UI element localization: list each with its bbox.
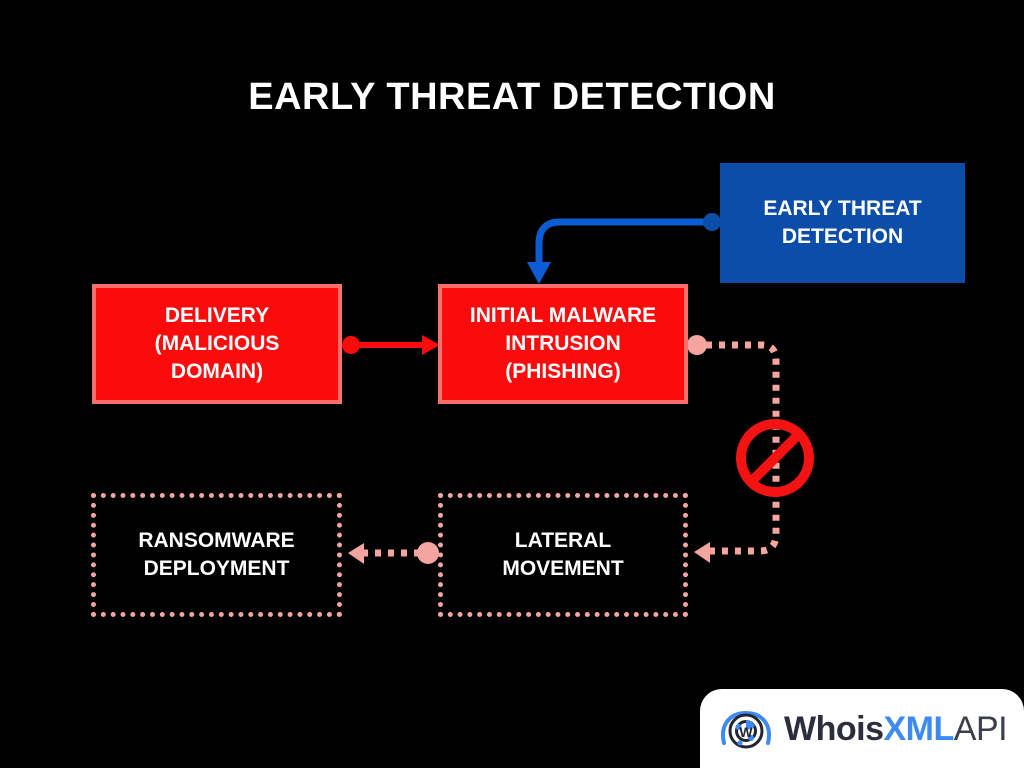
- logo-wordmark: WhoisXMLAPI: [784, 709, 1008, 748]
- page-title: EARLY THREAT DETECTION: [248, 76, 776, 118]
- node-label: INITIAL MALWARE INTRUSION (PHISHING): [469, 304, 657, 383]
- node-label: DELIVERY (MALICIOUS DOMAIN): [154, 304, 280, 383]
- connector-source-dot: [687, 335, 707, 355]
- logo-text-whois: Whois: [784, 709, 884, 748]
- node-label: RANSOMWARE DEPLOYMENT: [138, 529, 295, 580]
- whoisxmlapi-shield-icon: W: [721, 710, 771, 748]
- connector-source-dot: [342, 336, 360, 354]
- prohibition-icon: [736, 419, 814, 497]
- node-ransomware-deployment[interactable]: RANSOMWARE DEPLOYMENT: [91, 493, 342, 617]
- node-delivery-malicious-domain[interactable]: DELIVERY (MALICIOUS DOMAIN): [92, 284, 342, 404]
- node-initial-malware-intrusion[interactable]: INITIAL MALWARE INTRUSION (PHISHING): [438, 284, 688, 404]
- connector-source-dot: [417, 542, 439, 564]
- node-lateral-movement[interactable]: LATERAL MOVEMENT: [438, 493, 688, 617]
- connector-source-dot: [703, 213, 721, 231]
- connector-detection-to-initial: [527, 213, 721, 284]
- node-early-threat-detection[interactable]: EARLY THREAT DETECTION: [720, 163, 965, 283]
- logo-text-xml: XML: [883, 709, 954, 748]
- logo-text-api: API: [953, 709, 1008, 748]
- node-label: EARLY THREAT DETECTION: [763, 197, 922, 248]
- svg-text:W: W: [739, 724, 753, 740]
- connector-lateral-to-ransomware: [348, 542, 439, 564]
- node-label: LATERAL MOVEMENT: [502, 529, 624, 580]
- connector-delivery-to-initial: [342, 335, 440, 355]
- whoisxmlapi-logo[interactable]: W WhoisXMLAPI: [700, 689, 1024, 768]
- connector-initial-to-lateral: [687, 335, 780, 563]
